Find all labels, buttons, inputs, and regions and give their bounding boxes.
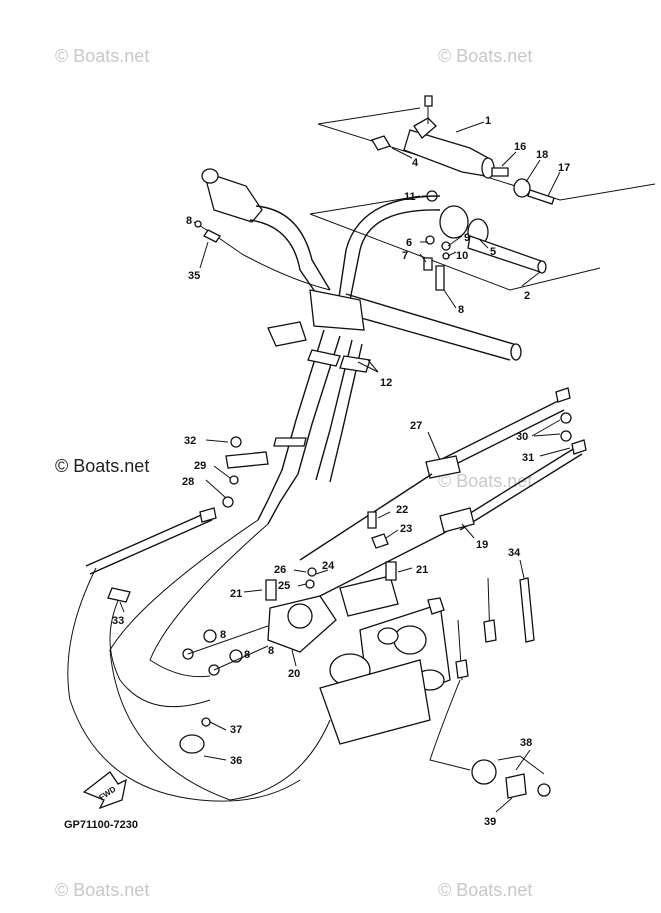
callout-35: 35: [188, 270, 200, 282]
callout-10: 10: [456, 250, 468, 262]
callout-8-cable: 8: [186, 215, 192, 227]
callout-36: 36: [230, 755, 242, 767]
callout-34: 34: [508, 547, 521, 559]
callout-19: 19: [476, 539, 488, 551]
watermark-bottom-left: © Boats.net: [55, 880, 149, 900]
callout-37: 37: [230, 724, 242, 736]
diagram-code: GP71100-7230: [64, 819, 138, 831]
main-handlebar: [201, 168, 522, 525]
callout-16: 16: [514, 141, 526, 153]
callout-11: 11: [404, 191, 416, 203]
callout-31: 31: [522, 452, 534, 464]
callout-24: 24: [322, 560, 335, 572]
watermark-middle-left: © Boats.net: [55, 456, 149, 476]
callout-1: 1: [485, 115, 491, 127]
callout-30: 30: [516, 431, 528, 443]
callout-17: 17: [558, 162, 570, 174]
cable-routing: [67, 387, 587, 802]
callout-33: 33: [112, 615, 124, 627]
callout-27: 27: [410, 420, 422, 432]
callout-9: 9: [464, 232, 470, 244]
callout-22: 22: [396, 504, 408, 516]
callout-4: 4: [412, 157, 419, 169]
callout-7: 7: [402, 250, 408, 262]
watermark-middle-right: © Boats.net: [438, 471, 532, 491]
watermark-bottom-right: © Boats.net: [438, 880, 532, 900]
callout-21-left: 21: [230, 588, 242, 600]
callout-20: 20: [288, 668, 300, 680]
sensor-and-clip: [179, 577, 551, 799]
watermark-top-right: © Boats.net: [438, 46, 532, 66]
callout-28: 28: [182, 476, 194, 488]
callout-2: 2: [524, 290, 530, 302]
callout-8-link-lower: 8: [244, 649, 250, 661]
fwd-direction-arrow: FWD: [82, 771, 127, 810]
callout-32: 32: [184, 435, 196, 447]
handlebar-grip-assembly: [317, 95, 656, 205]
callout-26: 26: [274, 564, 286, 576]
callout-25: 25: [278, 580, 290, 592]
callout-39: 39: [484, 816, 496, 828]
cable-35: [193, 220, 331, 291]
leader-lines: [119, 121, 571, 813]
callout-5: 5: [490, 246, 496, 258]
callout-6: 6: [406, 237, 412, 249]
watermark-top-left: © Boats.net: [55, 46, 149, 66]
callout-8-link-end: 8: [268, 645, 274, 657]
callout-23: 23: [400, 523, 412, 535]
throttle-assembly: [182, 436, 451, 745]
callout-labels: 1 2 4 5 6 7 8 8 9 10 11 12 16 17 18 19 2…: [112, 115, 570, 828]
callout-29: 29: [194, 460, 206, 472]
callout-21-right: 21: [416, 564, 428, 576]
callout-8-link-upper: 8: [220, 629, 226, 641]
callout-18: 18: [536, 149, 548, 161]
callout-8-bolt: 8: [458, 304, 464, 316]
callout-38: 38: [520, 737, 532, 749]
callout-12: 12: [380, 377, 392, 389]
